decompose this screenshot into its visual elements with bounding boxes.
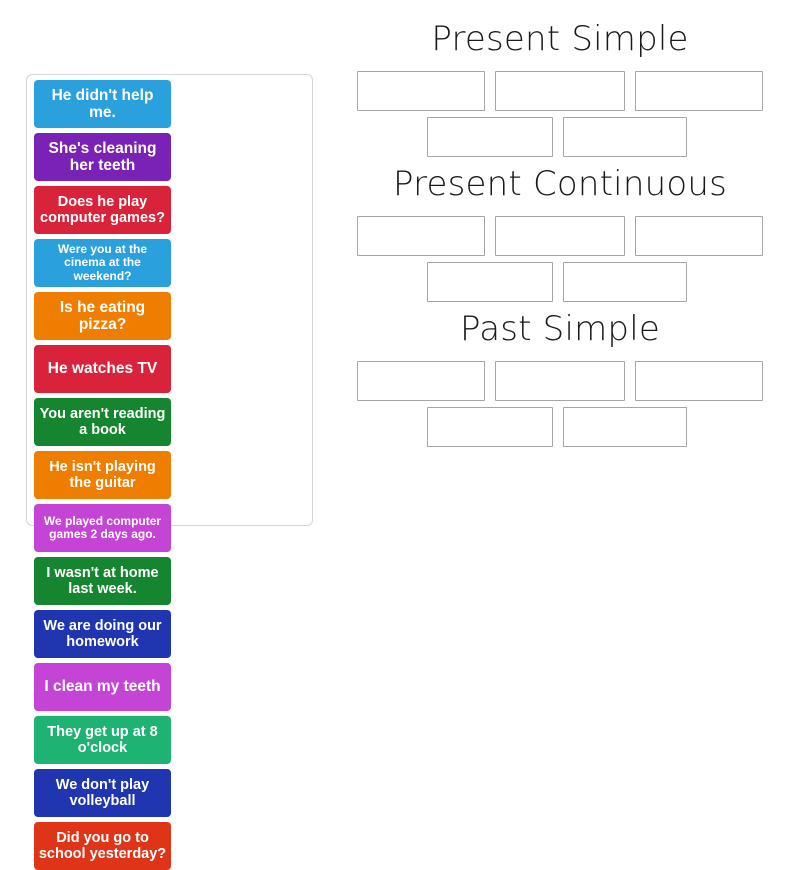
category-title: Present Continuous — [392, 164, 727, 205]
drop-row — [340, 216, 780, 257]
word-tile[interactable]: They get up at 8 o'clock — [34, 716, 171, 764]
drop-box[interactable] — [427, 407, 553, 448]
drop-box[interactable] — [427, 262, 553, 303]
word-tile[interactable]: We played computer games 2 days ago. — [34, 504, 171, 552]
drop-box[interactable] — [635, 71, 763, 112]
word-tile[interactable]: You aren't reading a book — [34, 398, 171, 446]
category-section: Present Simple — [340, 19, 780, 158]
drop-row — [340, 71, 780, 112]
drop-row — [340, 117, 780, 158]
category-title: Present Simple — [431, 19, 689, 59]
tile-pool-panel: He didn't help me. She's cleaning her tee… — [26, 74, 313, 870]
drop-box[interactable] — [495, 71, 625, 112]
drop-box[interactable] — [357, 71, 485, 112]
category-section: Past Simple — [340, 309, 780, 448]
word-tile[interactable]: He watches TV — [34, 345, 171, 393]
word-tile[interactable]: Is he eating pizza? — [34, 292, 171, 340]
word-tile[interactable]: He didn't help me. — [34, 80, 171, 128]
drop-row — [340, 407, 780, 448]
drop-box[interactable] — [563, 407, 687, 448]
drop-box[interactable] — [635, 361, 763, 402]
word-tile[interactable]: I wasn't at home last week. — [34, 557, 171, 605]
drop-box[interactable] — [357, 361, 485, 402]
drop-box[interactable] — [495, 216, 625, 257]
category-section: Present Continuous — [340, 164, 780, 303]
word-tile[interactable]: We are doing our homework — [34, 610, 171, 658]
word-tile[interactable]: He isn't playing the guitar — [34, 451, 171, 499]
drop-box[interactable] — [427, 117, 553, 158]
drop-row — [340, 361, 780, 402]
word-tile[interactable]: Did you go to school yesterday? — [34, 822, 171, 870]
drop-box[interactable] — [563, 262, 687, 303]
drop-box[interactable] — [357, 216, 485, 257]
category-title: Past Simple — [460, 309, 660, 350]
drop-row — [340, 262, 780, 303]
word-tile[interactable]: She's cleaning her teeth — [34, 133, 171, 181]
drop-box[interactable] — [635, 216, 763, 257]
word-tile[interactable]: Does he play computer games? — [34, 186, 171, 234]
word-tile[interactable]: We don't play volleyball — [34, 769, 171, 817]
drop-box[interactable] — [563, 117, 687, 158]
drop-box[interactable] — [495, 361, 625, 402]
word-tile[interactable]: Were you at the cinema at the weekend? — [34, 239, 171, 287]
word-tile[interactable]: I clean my teeth — [34, 663, 171, 711]
